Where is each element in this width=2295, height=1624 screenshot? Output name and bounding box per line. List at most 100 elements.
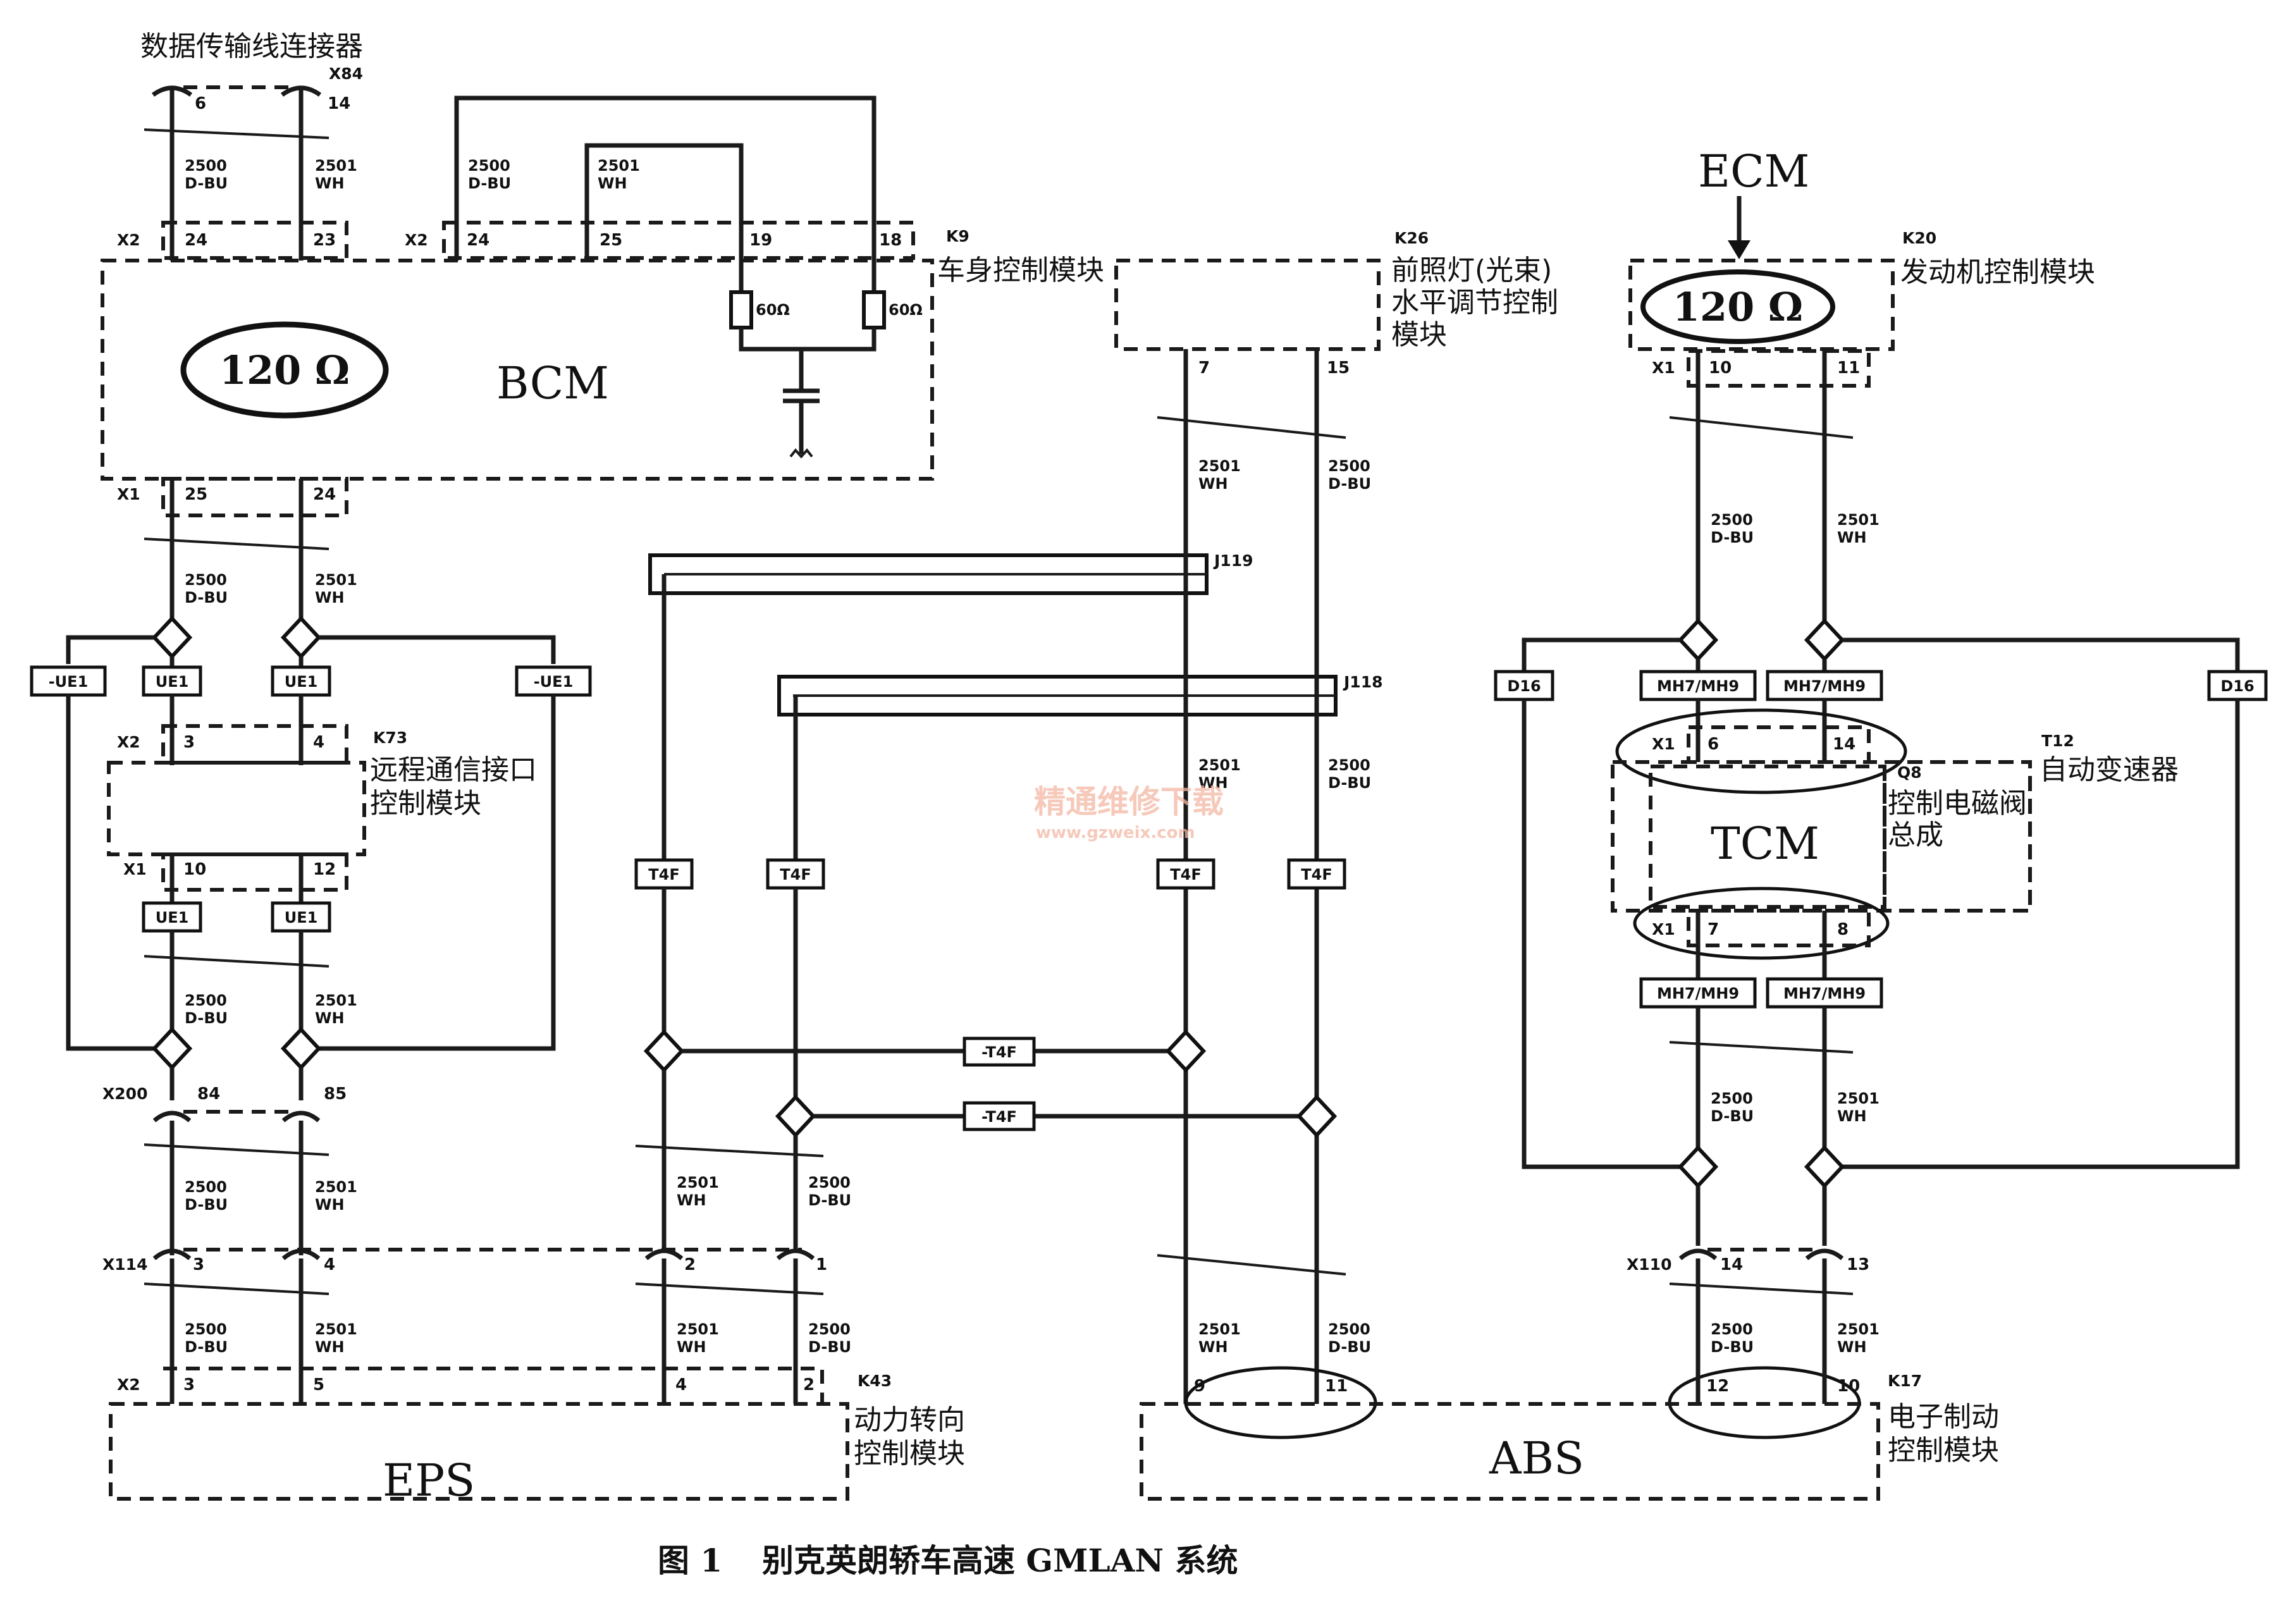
wire-label: WH xyxy=(1837,1107,1867,1125)
bypass-wire-lo xyxy=(66,635,154,664)
pin-label: 7 xyxy=(1198,359,1210,378)
twisted-pair-mark xyxy=(144,955,329,968)
splice-diamond xyxy=(1165,1029,1207,1073)
inline-connector xyxy=(152,1248,192,1260)
inline-connector xyxy=(281,1110,321,1123)
pin-label: 10 xyxy=(1709,359,1732,378)
connector-outline xyxy=(161,221,348,260)
option-box xyxy=(1766,670,1883,701)
option-label: MH7/MH9 xyxy=(1783,985,1866,1002)
wire-label: 2500 xyxy=(185,571,227,589)
ecm-ref: K20 xyxy=(1902,229,1936,247)
wire-label: D-BU xyxy=(1711,529,1754,546)
wire-label: WH xyxy=(1198,1338,1228,1356)
wire-label: WH xyxy=(1837,529,1867,546)
figure-number: 图 1 xyxy=(658,1542,722,1579)
q8-name: 总成 xyxy=(1888,819,1943,851)
splice-diamond xyxy=(643,1029,685,1073)
option-box xyxy=(1639,977,1757,1009)
option-label: -UE1 xyxy=(534,673,574,691)
wire-label: 2501 xyxy=(677,1174,719,1191)
wire-label: 2500 xyxy=(185,157,227,175)
pin-label: 6 xyxy=(195,94,206,113)
wire-label: WH xyxy=(1198,475,1228,493)
inline-connector xyxy=(152,1110,192,1123)
wire-label: 2500 xyxy=(1711,1320,1753,1338)
tcm-abbr: TCM xyxy=(1711,818,1819,870)
splice-diamond xyxy=(151,1026,193,1071)
wire-label: WH xyxy=(315,175,345,192)
pin-label: 24 xyxy=(185,231,207,250)
wire-label: 2501 xyxy=(315,1178,357,1196)
k73-name: 控制模块 xyxy=(370,787,481,820)
wire-label: 2501 xyxy=(1198,457,1241,475)
figure-title: 别克英朗轿车高速 GMLAN 系统 xyxy=(762,1542,1238,1579)
option-box xyxy=(634,858,694,890)
k26-ref: K26 xyxy=(1394,229,1429,247)
splice-diamond xyxy=(775,1094,816,1138)
wire-label: D-BU xyxy=(185,1009,228,1027)
option-label: UE1 xyxy=(285,673,318,691)
pin-label: 18 xyxy=(879,231,902,250)
pin-label: 85 xyxy=(324,1085,347,1104)
wire-label: 2501 xyxy=(315,157,357,175)
eps-name: 控制模块 xyxy=(854,1437,965,1470)
abs-abbr: ABS xyxy=(1489,1432,1584,1484)
connector-label: X2 xyxy=(117,733,140,751)
pin-label: 14 xyxy=(1833,735,1855,754)
option-label: MH7/MH9 xyxy=(1657,985,1739,1002)
twisted-pair-mark xyxy=(144,1283,329,1295)
pin-label: 24 xyxy=(313,485,336,504)
splice-diamond xyxy=(280,1026,322,1071)
pin-label: 13 xyxy=(1847,1255,1869,1274)
eps-name: 动力转向 xyxy=(854,1404,965,1436)
bypass-wire-hi xyxy=(1842,637,2240,670)
option-label: MH7/MH9 xyxy=(1657,677,1739,695)
option-box xyxy=(515,665,592,697)
pin-label: 2 xyxy=(684,1255,696,1274)
tcm-name: 自动变速器 xyxy=(2040,754,2179,786)
bcm-terminator: 120 Ω xyxy=(219,347,350,393)
wire-label: WH xyxy=(315,1338,345,1356)
twisted-pair-mark xyxy=(144,1143,329,1156)
wire-label: 2500 xyxy=(1711,511,1753,529)
pin-label: 4 xyxy=(313,733,324,752)
wire-label: WH xyxy=(677,1338,706,1356)
option-label: D16 xyxy=(2220,677,2254,695)
pin-label: 25 xyxy=(185,485,207,504)
wire-label: WH xyxy=(677,1191,706,1209)
pin-label: 4 xyxy=(324,1255,335,1274)
pin-label: 14 xyxy=(1720,1255,1743,1274)
k26-name: 模块 xyxy=(1391,319,1447,351)
connector-outline xyxy=(161,852,348,892)
wire-label: D-BU xyxy=(1711,1338,1754,1356)
connector-outline xyxy=(163,1367,824,1404)
wire-label: 2501 xyxy=(1837,1320,1880,1338)
bypass-wire-lo xyxy=(66,695,154,1051)
eps-abbr: EPS xyxy=(383,1455,475,1506)
wire-label: WH xyxy=(1837,1338,1867,1356)
option-label: T4F xyxy=(780,866,811,883)
arrow-down-icon xyxy=(1728,240,1750,259)
wire-label: WH xyxy=(598,175,627,192)
k73-ref: K73 xyxy=(373,729,407,747)
q8-ref: Q8 xyxy=(1897,763,1922,782)
connector-label: X1 xyxy=(117,485,140,503)
connector-label: X1 xyxy=(1652,359,1675,377)
wire-label: 2500 xyxy=(1328,756,1370,774)
splice-diamond xyxy=(1296,1094,1338,1138)
wire-label: WH xyxy=(315,589,345,606)
resistor-label: 60Ω xyxy=(889,301,923,319)
twisted-pair-mark xyxy=(635,1145,824,1157)
option-label: T4F xyxy=(1301,866,1332,883)
pin-label: 25 xyxy=(600,231,622,250)
bypass-wire-hi xyxy=(1842,699,2240,1169)
dlc-name: 数据传输线连接器 xyxy=(140,30,363,63)
wire-label: 2501 xyxy=(315,1320,357,1338)
bcm-name: 车身控制模块 xyxy=(937,254,1104,286)
option-box xyxy=(963,1101,1036,1131)
bcm-abbr: BCM xyxy=(496,357,609,409)
wire-label: D-BU xyxy=(185,589,228,606)
twisted-pair-mark xyxy=(1669,416,1854,439)
